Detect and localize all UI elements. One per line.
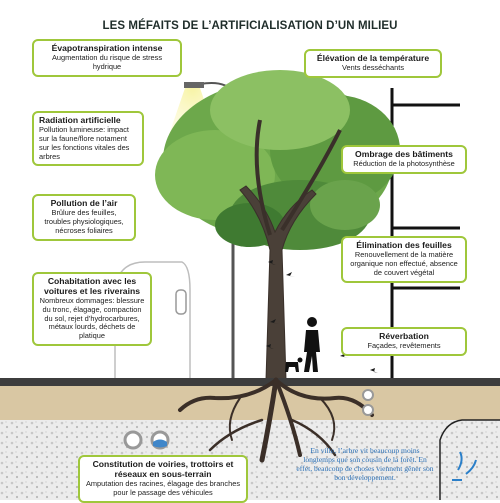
- box-elimination-body: Renouvellement de la matière organique n…: [350, 249, 458, 277]
- box-voiries-title: Constitution de voiries, trottoirs et ré…: [92, 459, 234, 479]
- box-cohabitation-body: Nombreux dommages: blessure du tronc, él…: [39, 295, 145, 341]
- box-radiation-body: Pollution lumineuse: impact sur la faune…: [39, 124, 130, 161]
- tree-roots: [178, 377, 374, 463]
- box-evapotranspiration-body: Augmentation du risque de stress hydriqu…: [51, 52, 163, 71]
- box-temperature-body: Vents desséchants: [341, 62, 405, 72]
- box-evapotranspiration-title: Évapotranspiration intense: [51, 43, 163, 53]
- box-cohabitation: Cohabitation avec les voitures et les ri…: [32, 272, 152, 347]
- box-ombrage-body: Réduction de la photosynthèse: [353, 158, 455, 168]
- box-elimination: Élimination des feuilles Renouvellement …: [341, 236, 467, 283]
- water-splash-icon: [452, 451, 477, 481]
- box-pollution: Pollution de l’air Brûlure des feuilles,…: [32, 194, 136, 241]
- box-radiation-title: Radiation artificielle: [39, 115, 121, 125]
- box-elimination-title: Élimination des feuilles: [356, 240, 452, 250]
- info-note: En ville, l’arbre vit beaucoup moins lon…: [296, 446, 434, 482]
- page-title: LES MÉFAITS DE L’ARTIFICIALISATION D’UN …: [102, 20, 398, 32]
- box-radiation: Radiation artificielle Pollution lumineu…: [32, 111, 144, 167]
- box-cohabitation-title: Cohabitation avec les voitures et les ri…: [43, 276, 140, 296]
- box-reverbation: Réverbation Façades, revêtements: [341, 327, 467, 356]
- box-ombrage-title: Ombrage des bâtiments: [355, 149, 453, 159]
- box-temperature: Élévation de la température Vents desséc…: [304, 49, 442, 78]
- tree-trunk: [239, 119, 342, 381]
- person-with-dog: [285, 317, 320, 372]
- box-ombrage: Ombrage des bâtiments Réduction de la ph…: [341, 145, 467, 174]
- box-voiries-body: Amputation des racines, élagage des bran…: [85, 478, 241, 497]
- underground-pipes: [123, 389, 374, 450]
- box-evapotranspiration: Évapotranspiration intense Augmentation …: [32, 39, 182, 77]
- box-temperature-title: Élévation de la température: [316, 53, 430, 63]
- building-foundation-line: [439, 419, 500, 500]
- box-reverbation-body: Façades, revêtements: [367, 340, 441, 350]
- pavement: [0, 378, 500, 386]
- tree-canopy: [155, 70, 400, 250]
- box-reverbation-title: Réverbation: [379, 331, 429, 341]
- box-voiries: Constitution de voiries, trottoirs et ré…: [78, 455, 248, 503]
- box-pollution-body: Brûlure des feuilles, troubles physiolog…: [44, 207, 124, 235]
- box-pollution-title: Pollution de l’air: [50, 198, 118, 208]
- soil-layer: [0, 386, 500, 422]
